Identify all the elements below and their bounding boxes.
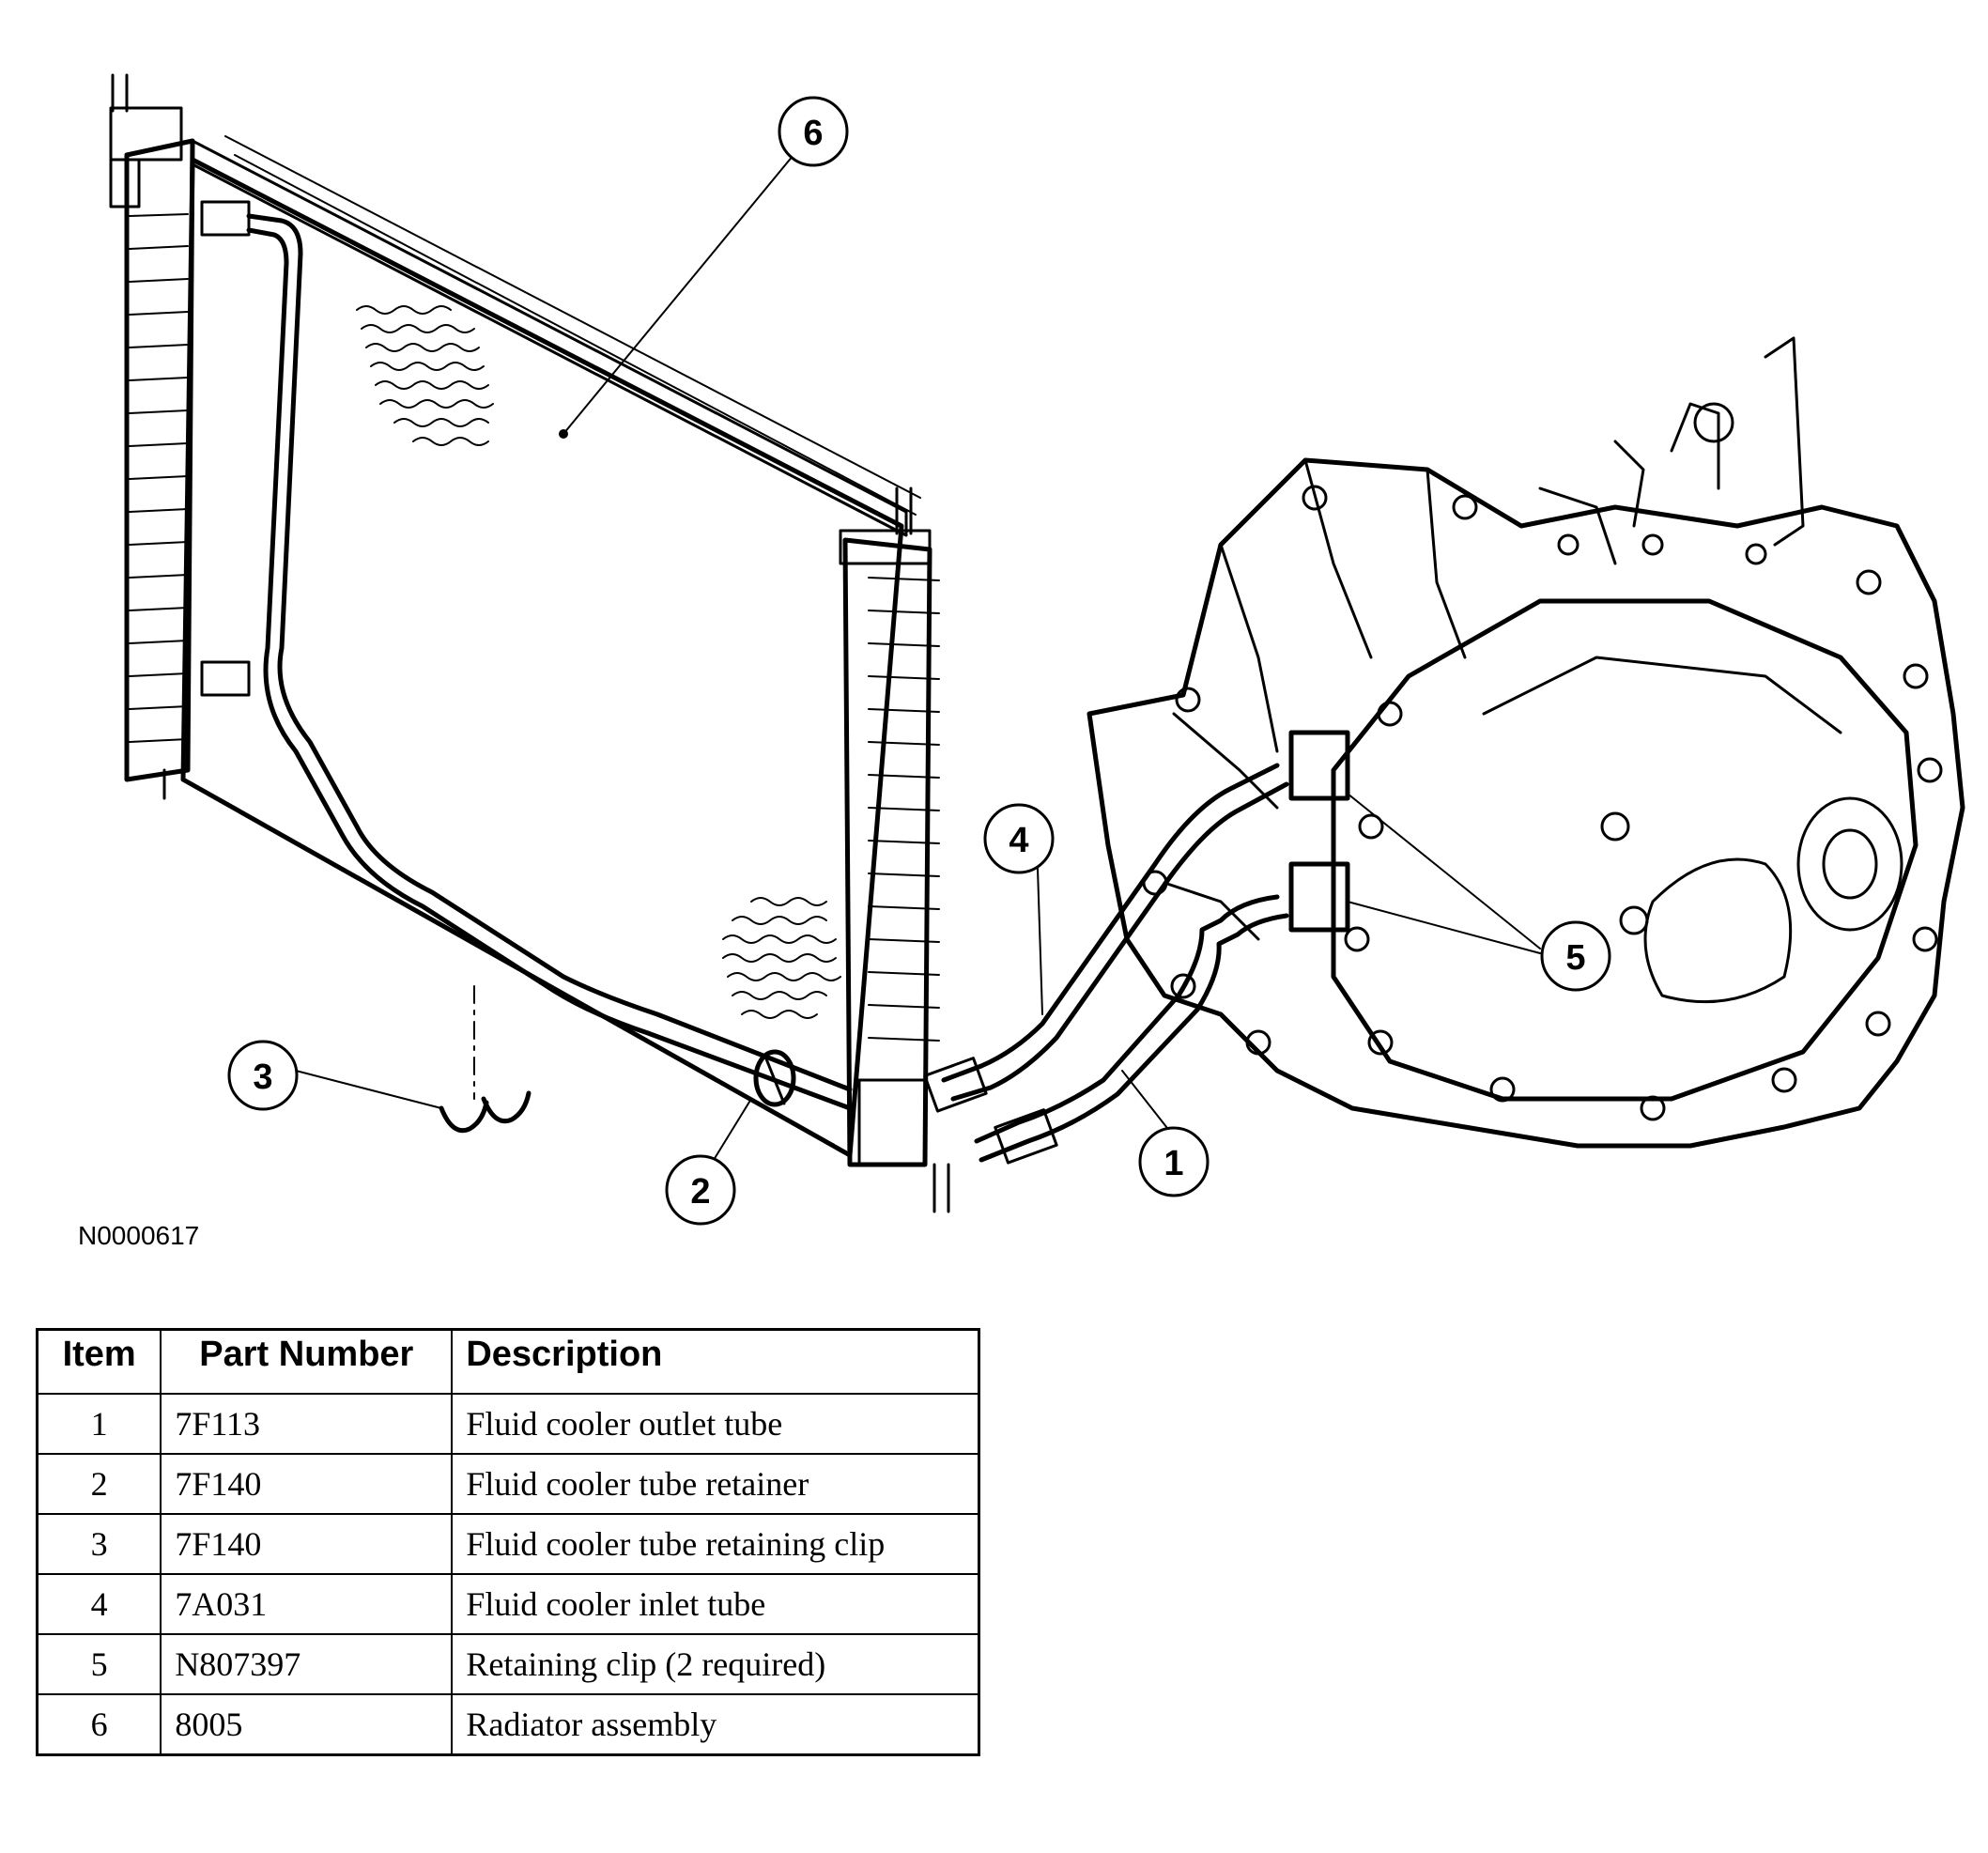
table-header-row: Item Part Number Description bbox=[36, 1328, 980, 1395]
svg-text:3: 3 bbox=[253, 1058, 272, 1097]
leader-1 bbox=[1121, 1070, 1175, 1137]
transaxle-bolts bbox=[1142, 485, 1943, 1121]
retaining-clip-upper bbox=[1288, 730, 1350, 801]
parts-table: Item Part Number Description 1 7F113 Flu… bbox=[36, 1328, 980, 1756]
leader-5b bbox=[1347, 901, 1541, 954]
svg-text:5: 5 bbox=[1565, 938, 1585, 978]
fluid-cooler-outlet-tube bbox=[974, 894, 1289, 1165]
cell-description: Retaining clip (2 required) bbox=[451, 1633, 980, 1695]
callout-3: 3 bbox=[227, 1040, 299, 1111]
leader-6 bbox=[562, 154, 794, 435]
radiator-left-tank bbox=[124, 138, 195, 782]
retaining-clip-lower bbox=[1288, 861, 1350, 933]
cell-description: Fluid cooler inlet tube bbox=[451, 1573, 980, 1635]
leader-3 bbox=[295, 1070, 442, 1109]
leader-2 bbox=[713, 1098, 752, 1161]
table-row: 2 7F140 Fluid cooler tube retainer bbox=[36, 1453, 980, 1515]
upper-fitting bbox=[200, 200, 251, 237]
header-description: Description bbox=[451, 1328, 980, 1395]
leader-lines bbox=[295, 154, 1541, 1161]
cell-item: 6 bbox=[36, 1693, 162, 1756]
cell-part-number: 7A031 bbox=[160, 1573, 454, 1635]
transaxle bbox=[1086, 336, 1965, 1149]
tube-retaining-clip bbox=[439, 985, 532, 1134]
retaining-clips bbox=[1288, 730, 1350, 933]
cell-description: Fluid cooler outlet tube bbox=[451, 1393, 980, 1455]
cell-part-number: N807397 bbox=[160, 1633, 454, 1695]
radiator-assembly bbox=[109, 73, 950, 1213]
cell-item: 3 bbox=[36, 1513, 162, 1575]
table-row: 1 7F113 Fluid cooler outlet tube bbox=[36, 1393, 980, 1455]
cell-part-number: 8005 bbox=[160, 1693, 454, 1756]
svg-text:1: 1 bbox=[1164, 1144, 1183, 1183]
core-texture-upper bbox=[356, 305, 494, 446]
cell-item: 5 bbox=[36, 1633, 162, 1695]
cell-item: 1 bbox=[36, 1393, 162, 1455]
cell-description: Fluid cooler tube retainer bbox=[451, 1453, 980, 1515]
cell-part-number: 7F140 bbox=[160, 1453, 454, 1515]
left-tank-cap bbox=[109, 106, 183, 162]
callout-2: 2 bbox=[665, 1154, 736, 1226]
cell-item: 2 bbox=[36, 1453, 162, 1515]
table-row: 5 N807397 Retaining clip (2 required) bbox=[36, 1633, 980, 1695]
leader-5a bbox=[1347, 793, 1541, 950]
figure-id: N0000617 bbox=[78, 1221, 199, 1250]
callout-6: 6 bbox=[778, 96, 849, 167]
cell-part-number: 7F113 bbox=[160, 1393, 454, 1455]
header-item: Item bbox=[36, 1328, 162, 1395]
callout-5: 5 bbox=[1540, 920, 1611, 992]
svg-text:2: 2 bbox=[690, 1172, 710, 1212]
header-part-number: Part Number bbox=[160, 1328, 454, 1395]
core-texture-lower bbox=[722, 897, 841, 1019]
svg-text:6: 6 bbox=[803, 114, 823, 153]
radiator-core bbox=[180, 157, 904, 1158]
lower-fitting bbox=[200, 660, 251, 697]
exploded-diagram: 1 2 3 4 5 6 N0000617 bbox=[78, 73, 1965, 1250]
left-tank-fins bbox=[129, 213, 189, 743]
table-row: 3 7F140 Fluid cooler tube retaining clip bbox=[36, 1513, 980, 1575]
cell-description: Radiator assembly bbox=[451, 1693, 980, 1756]
callout-1: 1 bbox=[1138, 1126, 1210, 1197]
cell-item: 4 bbox=[36, 1573, 162, 1635]
right-tank-fins bbox=[868, 577, 940, 1042]
svg-text:4: 4 bbox=[1009, 821, 1028, 860]
table-row: 4 7A031 Fluid cooler inlet tube bbox=[36, 1573, 980, 1635]
cell-description: Fluid cooler tube retaining clip bbox=[451, 1513, 980, 1575]
table-row: 6 8005 Radiator assembly bbox=[36, 1693, 980, 1756]
fluid-cooler-inlet-tube bbox=[923, 763, 1289, 1113]
radiator-cooler-tube bbox=[246, 213, 853, 1111]
callout-4: 4 bbox=[983, 803, 1055, 874]
cell-part-number: 7F140 bbox=[160, 1513, 454, 1575]
leader-4 bbox=[1037, 868, 1043, 1015]
tube-retainer bbox=[753, 1049, 796, 1107]
radiator-top-rail bbox=[191, 139, 908, 537]
